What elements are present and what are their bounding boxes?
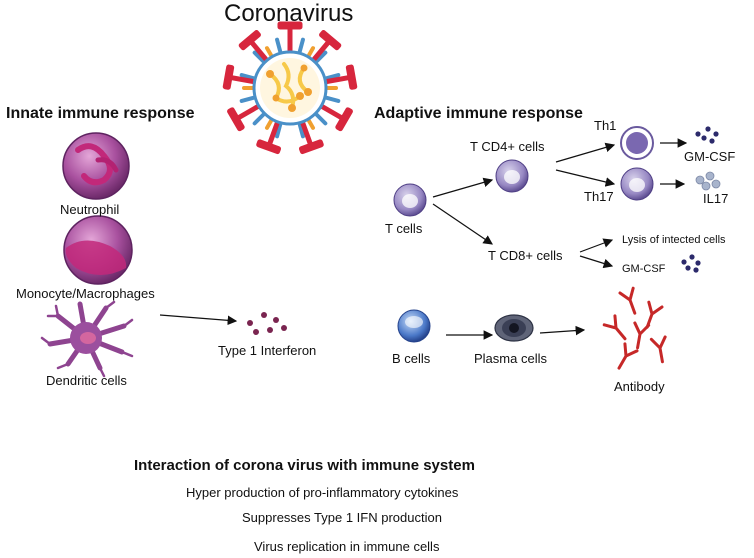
- gmcsf-label-2: GM-CSF: [622, 263, 666, 275]
- interferon-label: Type 1 Interferon: [218, 343, 317, 358]
- arrow-cd4-to-th17: [555, 169, 616, 187]
- neutrophil-label: Neutrophil: [60, 202, 120, 217]
- footer-line-2: Suppresses Type 1 IFN production: [242, 510, 442, 525]
- gmcsf-molecules-icon-2: [681, 254, 701, 273]
- b-cells-label: B cells: [392, 351, 431, 366]
- interferon-molecules-icon: [247, 312, 287, 335]
- t-cd4-cell-icon: [495, 159, 529, 193]
- t-cells-label: T cells: [385, 221, 423, 236]
- t-cell-icon: [393, 183, 427, 217]
- dendritic-cell-icon: [40, 300, 134, 378]
- monocyte-cell-icon: [63, 215, 133, 285]
- t-cd8-label: T CD8+ cells: [488, 248, 563, 263]
- t-cd4-label: T CD4+ cells: [470, 139, 545, 154]
- monocyte-label: Monocyte/Macrophages: [16, 286, 155, 301]
- arrow-cd4-to-th1: [555, 142, 616, 163]
- antibody-label: Antibody: [614, 379, 665, 394]
- th1-label: Th1: [594, 118, 617, 133]
- b-cell-icon: [397, 309, 431, 343]
- innate-heading: Innate immune response: [6, 105, 195, 122]
- lysis-label: Lysis of intected cells: [622, 234, 726, 246]
- th17-cell-icon: [620, 167, 654, 201]
- antibody-icon: [602, 286, 667, 370]
- adaptive-heading: Adaptive immune response: [374, 105, 583, 122]
- plasma-cell-icon: [494, 314, 534, 342]
- coronavirus-icon: [222, 21, 358, 155]
- arrow-dendritic-to-interferon: [159, 314, 238, 326]
- neutrophil-cell-icon: [62, 132, 130, 200]
- footer-line-1: Hyper production of pro-inflammatory cyt…: [186, 485, 459, 500]
- dendritic-label: Dendritic cells: [46, 373, 127, 388]
- th17-label: Th17: [584, 189, 614, 204]
- diagram-title: Coronavirus: [224, 0, 354, 27]
- arrow-cd8-to-gmcsf: [579, 255, 614, 269]
- th1-cell-icon: [620, 126, 654, 160]
- il17-molecules-icon: [695, 171, 721, 191]
- il17-label: IL17: [703, 191, 729, 206]
- arrow-plasma-to-antibody: [539, 325, 586, 336]
- footer-title: Interaction of corona virus with immune …: [134, 457, 475, 474]
- arrow-tcells-to-cd4: [432, 177, 494, 198]
- arrow-tcells-to-cd8: [432, 203, 493, 245]
- gmcsf-label-1: GM-CSF: [684, 149, 736, 164]
- arrow-cd8-to-lysis: [579, 238, 614, 253]
- footer-line-3: Virus replication in immune cells: [254, 539, 440, 554]
- gmcsf-molecules-icon: [695, 126, 719, 144]
- plasma-cells-label: Plasma cells: [474, 351, 547, 366]
